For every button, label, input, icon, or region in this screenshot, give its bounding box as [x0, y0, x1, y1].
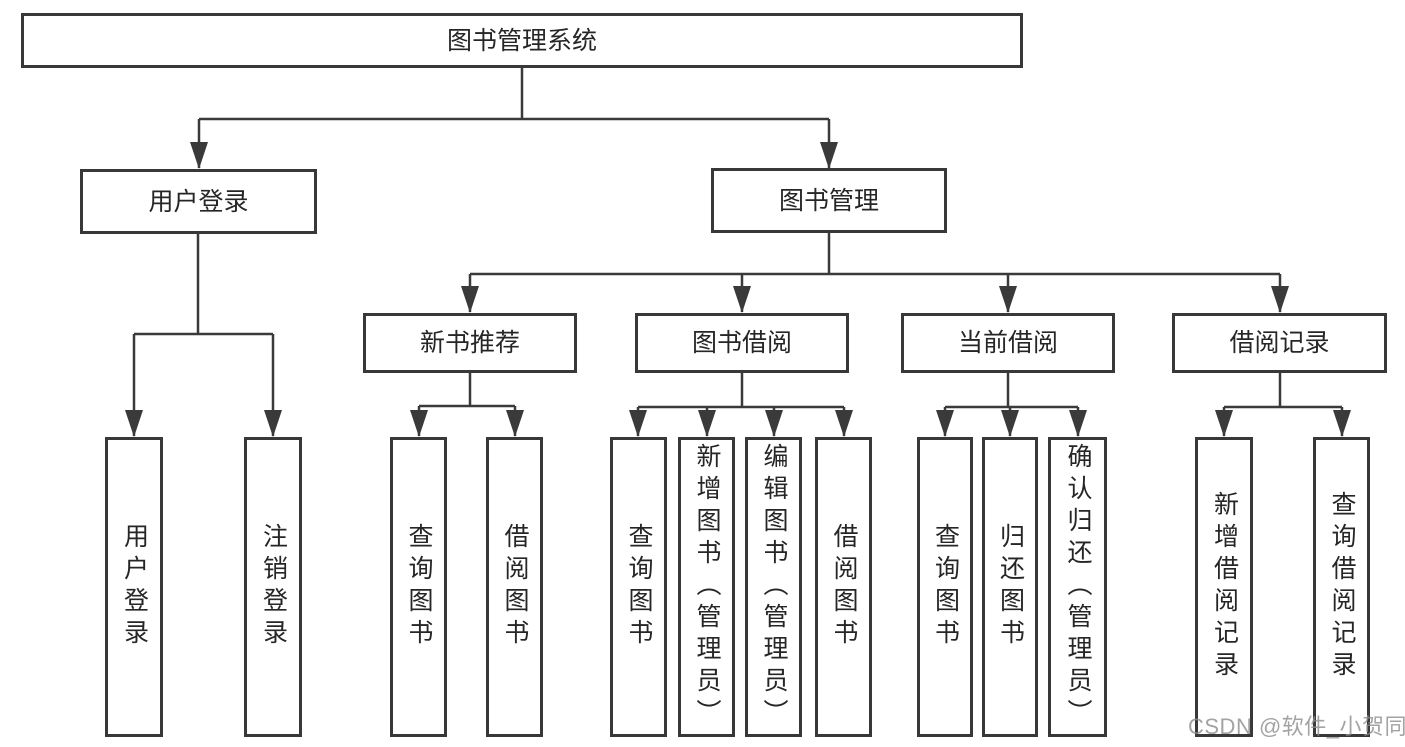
- leaf-confirm-return-admin: 确认归还（管理员）: [1048, 437, 1107, 737]
- node-current-borrowing: 当前借阅: [901, 313, 1115, 373]
- csdn-watermark: CSDN @软件_小贺同学: [1188, 714, 1405, 739]
- leaf-label: 用户登录: [120, 523, 149, 651]
- leaf-borrow-books-recommend: 借阅图书: [486, 437, 543, 737]
- leaf-label: 查询图书: [931, 523, 960, 651]
- leaf-search-books-recommend: 查询图书: [390, 437, 447, 737]
- leaf-edit-book-admin: 编辑图书（管理员）: [745, 437, 802, 737]
- leaf-borrow-books: 借阅图书: [815, 437, 872, 737]
- node-user-login: 用户登录: [80, 169, 317, 234]
- node-new-book-recommendation: 新书推荐: [363, 313, 577, 373]
- leaf-return-book: 归还图书: [982, 437, 1038, 737]
- leaf-label: 查询借阅记录: [1328, 491, 1356, 683]
- leaf-label: 归还图书: [996, 523, 1025, 651]
- leaf-label: 新增借阅记录: [1210, 491, 1239, 683]
- node-library-system: 图书管理系统: [21, 13, 1023, 68]
- leaf-label: 查询图书: [625, 523, 653, 651]
- leaf-label: 借阅图书: [830, 523, 858, 651]
- leaf-user-login: 用户登录: [105, 437, 163, 737]
- leaf-search-borrow-record: 查询借阅记录: [1313, 437, 1370, 737]
- leaf-label: 确认归还（管理员）: [1064, 443, 1092, 731]
- leaf-label: 编辑图书（管理员）: [760, 443, 788, 731]
- leaf-label: 借阅图书: [501, 523, 529, 651]
- leaf-label: 查询图书: [405, 523, 433, 651]
- leaf-add-borrow-record: 新增借阅记录: [1195, 437, 1253, 737]
- leaf-search-books-current: 查询图书: [917, 437, 973, 737]
- node-book-borrowing: 图书借阅: [635, 313, 849, 373]
- leaf-logout: 注销登录: [244, 437, 302, 737]
- node-borrowing-records: 借阅记录: [1172, 313, 1387, 373]
- leaf-label: 新增图书（管理员）: [693, 443, 721, 731]
- leaf-search-books-borrow: 查询图书: [610, 437, 667, 737]
- node-book-management: 图书管理: [711, 168, 947, 233]
- leaf-add-book-admin: 新增图书（管理员）: [678, 437, 735, 737]
- leaf-label: 注销登录: [259, 523, 288, 651]
